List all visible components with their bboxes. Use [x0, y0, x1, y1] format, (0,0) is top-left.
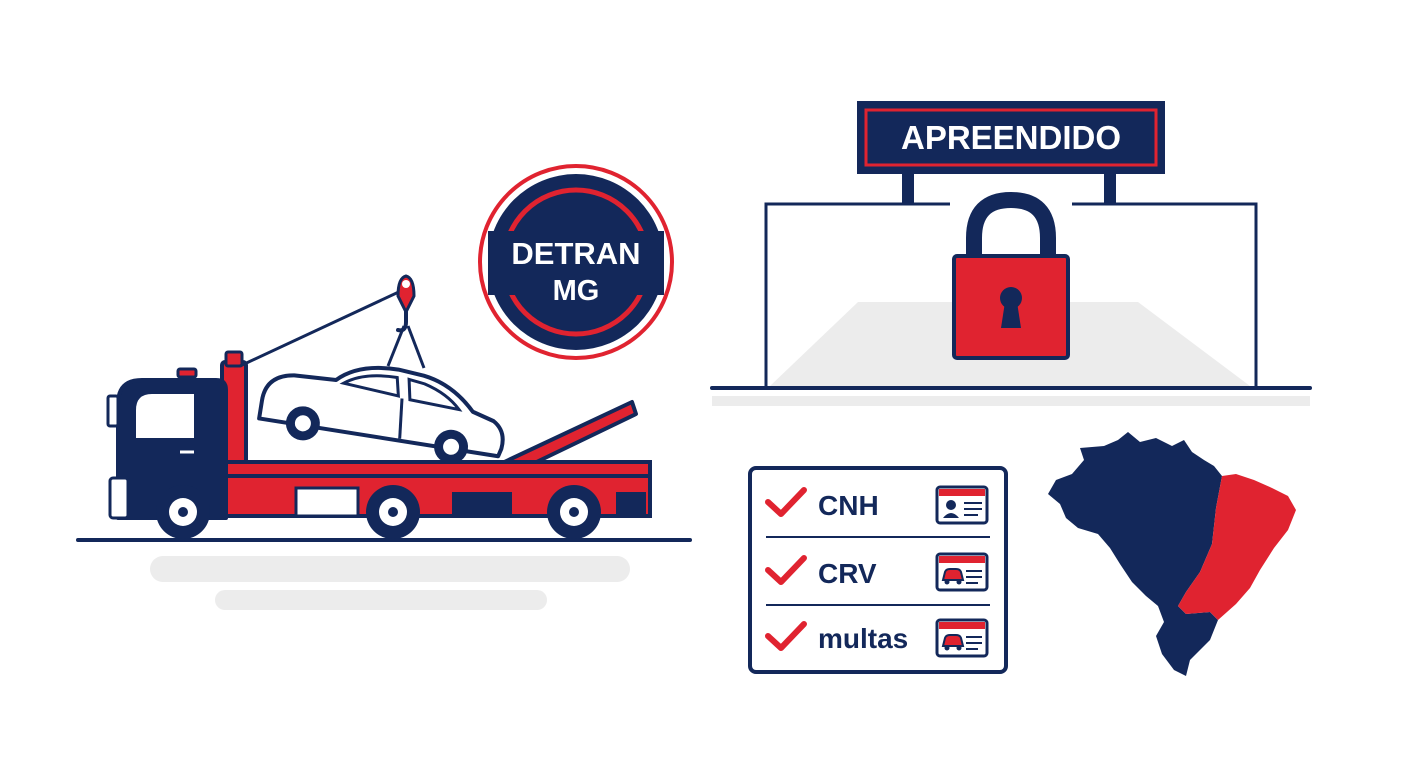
vehicle-document-icon	[935, 552, 989, 592]
ground-shadow-small	[215, 590, 547, 610]
checklist-item-multas: multas	[765, 618, 989, 658]
rear-bumper	[616, 492, 646, 514]
truck-deck	[206, 460, 652, 478]
crane-hook-icon	[386, 274, 426, 369]
front-bumper	[108, 476, 130, 520]
truck-cab	[106, 367, 228, 520]
checklist-item-crv: CRV	[765, 552, 989, 592]
car-window-rear	[407, 377, 463, 412]
checklist-label: CNH	[818, 490, 879, 521]
brazil-map-icon	[1048, 432, 1296, 676]
tow-truck-scene	[76, 274, 692, 610]
ground-shadow	[150, 556, 630, 582]
map-region-east	[1178, 474, 1296, 620]
lot-ground-shadow	[712, 396, 1310, 406]
impound-lot: APREENDIDO	[710, 101, 1312, 406]
side-mirror	[106, 394, 120, 428]
check-icon	[765, 621, 807, 651]
vehicle-document-icon	[935, 618, 989, 658]
document-checklist: CNH CRV	[748, 466, 1008, 674]
apreendido-sign: APREENDIDO	[857, 101, 1165, 174]
checklist-item-cnh: CNH	[765, 485, 989, 525]
map-region-west	[1048, 432, 1222, 676]
sign-label: APREENDIDO	[901, 119, 1121, 156]
truck-wheel-front	[156, 485, 210, 539]
lifted-car	[257, 365, 505, 464]
checklist-label: multas	[818, 623, 908, 654]
tilt-bed	[498, 400, 638, 472]
cab-window	[136, 394, 194, 438]
badge-subtitle: MG	[553, 275, 600, 307]
detran-mg-badge: DETRAN MG	[478, 164, 674, 360]
padlock-icon	[952, 191, 1070, 360]
check-icon	[765, 555, 807, 585]
checklist-label: CRV	[818, 558, 877, 589]
tool-box	[294, 486, 360, 518]
beacon-light	[176, 367, 198, 379]
badge-text-band	[488, 231, 664, 295]
truck-wheel-rear	[547, 485, 601, 539]
check-icon	[765, 487, 807, 517]
truck-wheel-middle	[366, 485, 420, 539]
car-window-front	[339, 374, 400, 398]
badge-title: DETRAN	[511, 236, 640, 271]
chassis-rail	[452, 492, 512, 514]
id-card-icon	[935, 485, 989, 525]
